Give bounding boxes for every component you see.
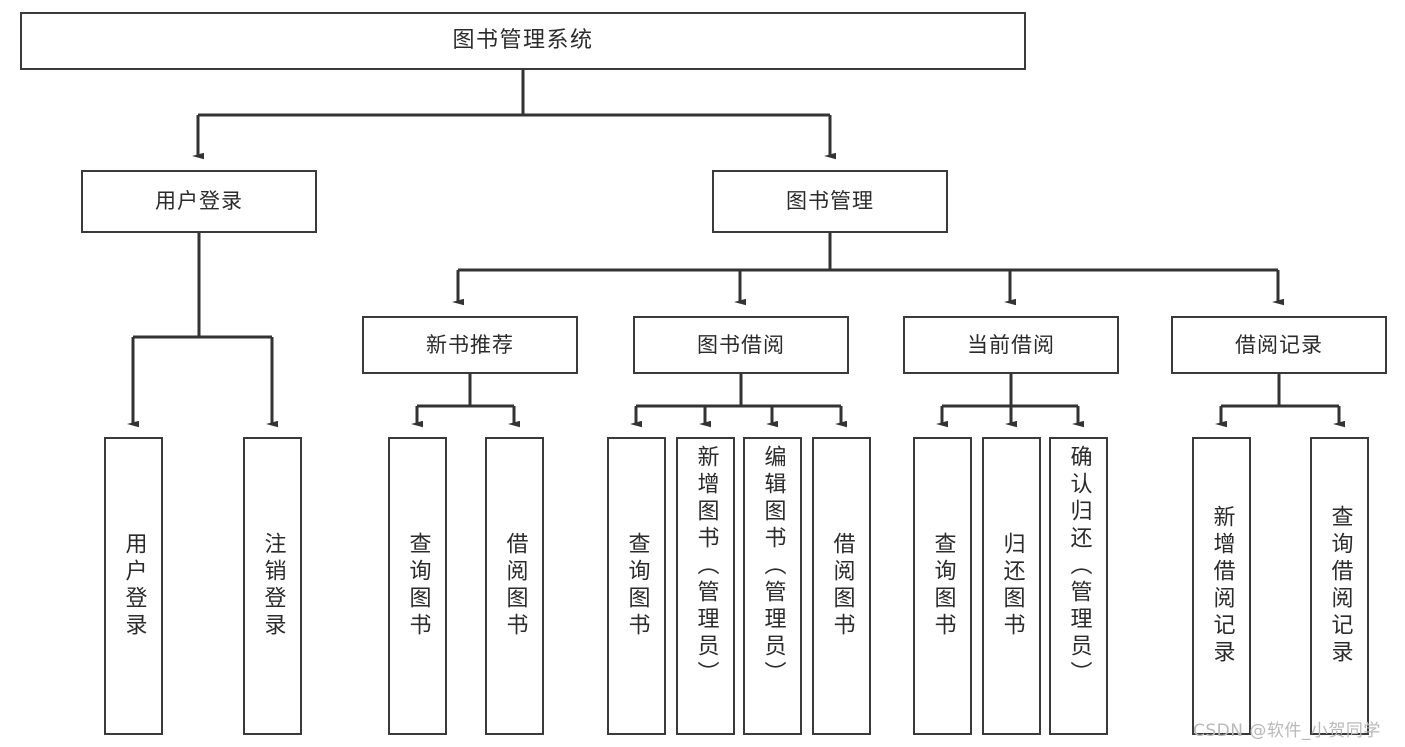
node-current-borrow[interactable]: 当前借阅	[903, 316, 1119, 374]
node-leaf-edit-book-admin[interactable]: 编辑图书（管理员）	[743, 437, 802, 735]
node-label: 图书管理	[786, 189, 874, 214]
node-label: 借阅记录	[1235, 332, 1323, 357]
node-book-borrow[interactable]: 图书借阅	[633, 316, 849, 374]
node-leaf-confirm-return-admin[interactable]: 确认归还（管理员）	[1049, 437, 1108, 735]
node-label: 查询借阅记录	[1327, 505, 1353, 667]
node-label: 查询图书	[624, 532, 650, 640]
node-label: 查询图书	[405, 532, 431, 640]
node-label: 新增图书（管理员）	[693, 445, 719, 688]
node-user-login[interactable]: 用户登录	[81, 170, 317, 233]
node-label: 图书管理系统	[452, 28, 594, 54]
node-leaf-borrow-book[interactable]: 借阅图书	[812, 437, 871, 735]
watermark-text: CSDN @软件_小贺同学	[1193, 721, 1381, 741]
node-leaf-add-borrow-record[interactable]: 新增借阅记录	[1192, 437, 1251, 735]
node-label: 确认归还（管理员）	[1066, 445, 1092, 688]
node-label: 用户登录	[155, 189, 243, 214]
node-label: 新书推荐	[426, 332, 514, 357]
node-label: 图书借阅	[697, 332, 785, 357]
node-label: 注销登录	[260, 532, 286, 640]
node-label: 编辑图书（管理员）	[760, 445, 786, 688]
node-borrow-record[interactable]: 借阅记录	[1171, 316, 1387, 374]
node-leaf-query-borrow-record[interactable]: 查询借阅记录	[1310, 437, 1369, 735]
node-new-book-recommend[interactable]: 新书推荐	[362, 316, 578, 374]
node-leaf-return-book[interactable]: 归还图书	[982, 437, 1041, 735]
node-leaf-logout[interactable]: 注销登录	[243, 437, 302, 735]
node-label: 借阅图书	[502, 532, 528, 640]
node-leaf-query-book-borrow[interactable]: 查询图书	[607, 437, 666, 735]
node-label: 用户登录	[121, 532, 147, 640]
node-leaf-add-book-admin[interactable]: 新增图书（管理员）	[676, 437, 735, 735]
node-label: 归还图书	[999, 532, 1025, 640]
node-leaf-query-book-current[interactable]: 查询图书	[913, 437, 972, 735]
node-leaf-user-login[interactable]: 用户登录	[104, 437, 163, 735]
node-label: 借阅图书	[829, 532, 855, 640]
node-leaf-query-book-recommend[interactable]: 查询图书	[388, 437, 447, 735]
node-leaf-borrow-book-recommend[interactable]: 借阅图书	[485, 437, 544, 735]
node-label: 当前借阅	[967, 332, 1055, 357]
node-label: 查询图书	[930, 532, 956, 640]
node-root-system[interactable]: 图书管理系统	[20, 12, 1026, 70]
node-label: 新增借阅记录	[1209, 505, 1235, 667]
node-book-management[interactable]: 图书管理	[712, 170, 948, 233]
